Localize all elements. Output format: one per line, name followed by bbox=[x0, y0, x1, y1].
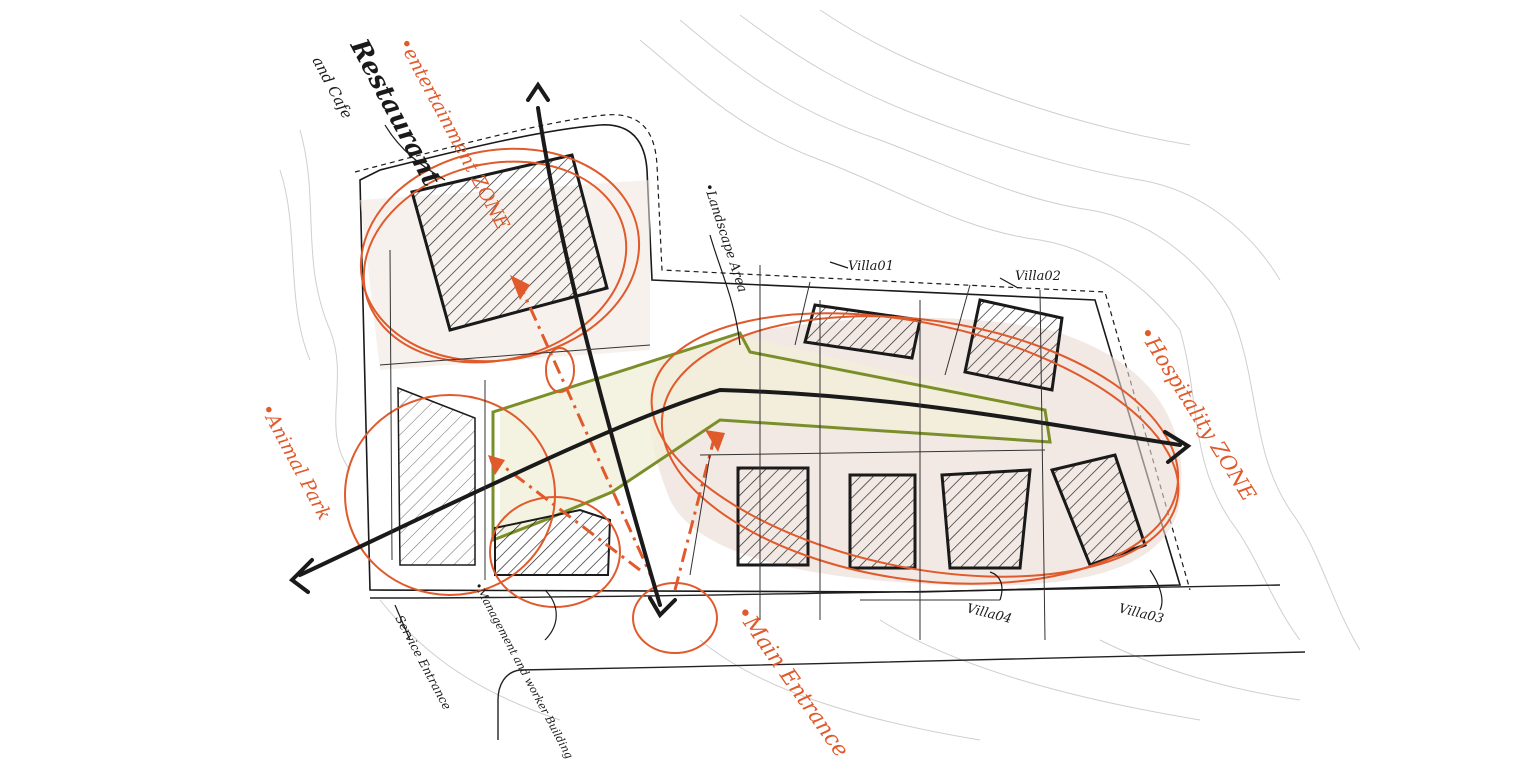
label-villa03: Villa03 bbox=[1117, 601, 1165, 627]
villa-04c-building bbox=[940, 468, 1032, 570]
animal-park-circle bbox=[344, 394, 556, 596]
plan-lines bbox=[379, 249, 1046, 641]
villa-02-building bbox=[963, 298, 1064, 392]
axis-arrows bbox=[288, 81, 1192, 619]
label-animal-park: •Animal Park bbox=[256, 400, 336, 524]
road bbox=[369, 584, 1306, 740]
site-boundary bbox=[354, 114, 1191, 593]
contour-lines bbox=[279, 9, 1361, 741]
entertainment-zone-circle bbox=[359, 147, 641, 363]
label-villa01: Villa01 bbox=[848, 259, 894, 274]
label-villa04: Villa04 bbox=[965, 601, 1013, 627]
orange-flow-arrows bbox=[494, 284, 717, 591]
villa-04a-building bbox=[736, 466, 810, 567]
animal-park-building bbox=[397, 386, 476, 566]
restaurant-building bbox=[410, 153, 609, 332]
main-entrance-circle bbox=[632, 582, 718, 654]
label-villa02: Villa02 bbox=[1015, 269, 1061, 284]
label-landscape-area: •Landscape Area bbox=[700, 182, 749, 295]
villa-04b-building bbox=[848, 473, 917, 570]
label-and-cafe: and Cafe bbox=[308, 53, 356, 121]
label-main-entrance: •Main Entrance bbox=[730, 601, 853, 760]
leader-lines bbox=[384, 124, 1163, 641]
buildings bbox=[397, 153, 1147, 576]
